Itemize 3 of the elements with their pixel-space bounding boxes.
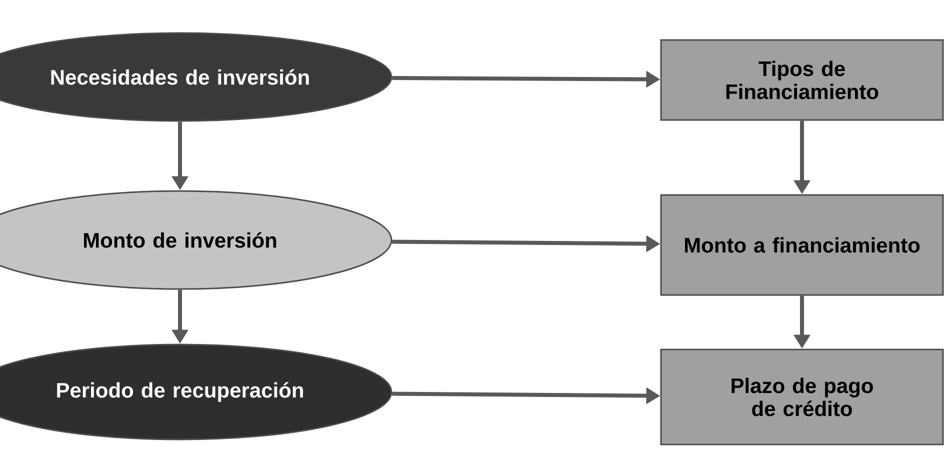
process-box: Plazo de pago de crédito: [660, 348, 944, 446]
process-box: Tipos de Financiamiento: [660, 39, 944, 121]
process-box: Monto a financiamiento: [660, 194, 944, 296]
